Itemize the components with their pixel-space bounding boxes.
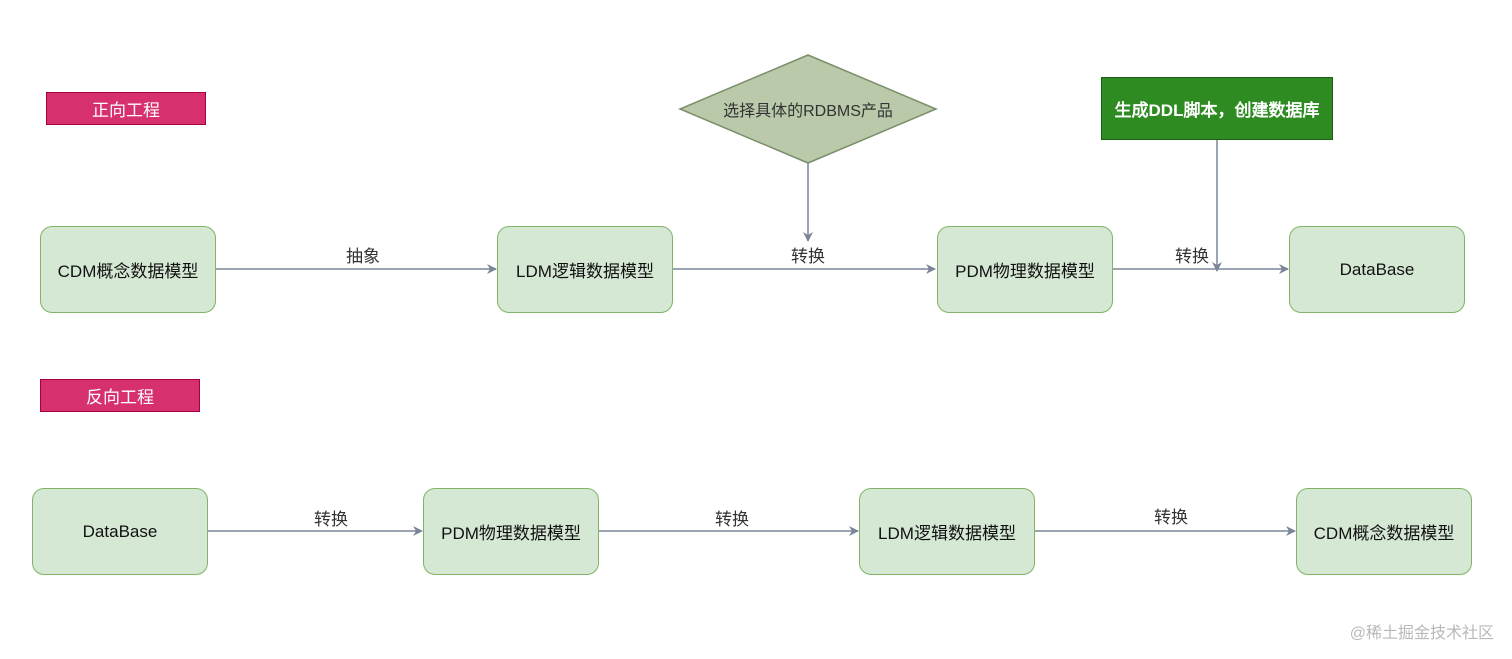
forward-edge-label-transform-1: 转换 [791,247,825,266]
reverse-edge-label-transform-3: 转换 [1154,508,1188,527]
ddl-script-label: 生成DDL脚本，创建数据库 [1114,101,1320,120]
forward-node-cdm: CDM概念数据模型 [40,226,216,313]
forward-engineering-label: 正向工程 [92,101,160,120]
reverse-engineering-tag: 反向工程 [40,379,200,412]
reverse-edge-label-transform-2: 转换 [715,510,749,529]
forward-edge-label-transform-2: 转换 [1175,247,1209,266]
forward-engineering-tag: 正向工程 [46,92,206,125]
forward-edge-label-abstract: 抽象 [346,247,380,266]
reverse-node-cdm: CDM概念数据模型 [1296,488,1472,575]
watermark-text: @稀土掘金技术社区 [1349,625,1494,642]
forward-node-pdm: PDM物理数据模型 [937,226,1113,313]
decision-label: 选择具体的RDBMS产品 [723,103,893,120]
reverse-engineering-label: 反向工程 [86,388,154,407]
reverse-edge-label-transform-1: 转换 [314,510,348,529]
ddl-script-box: 生成DDL脚本，创建数据库 [1101,77,1333,140]
forward-node-database: DataBase [1289,226,1465,313]
reverse-node-ldm: LDM逻辑数据模型 [859,488,1035,575]
reverse-node-database: DataBase [32,488,208,575]
reverse-node-pdm: PDM物理数据模型 [423,488,599,575]
forward-node-ldm: LDM逻辑数据模型 [497,226,673,313]
